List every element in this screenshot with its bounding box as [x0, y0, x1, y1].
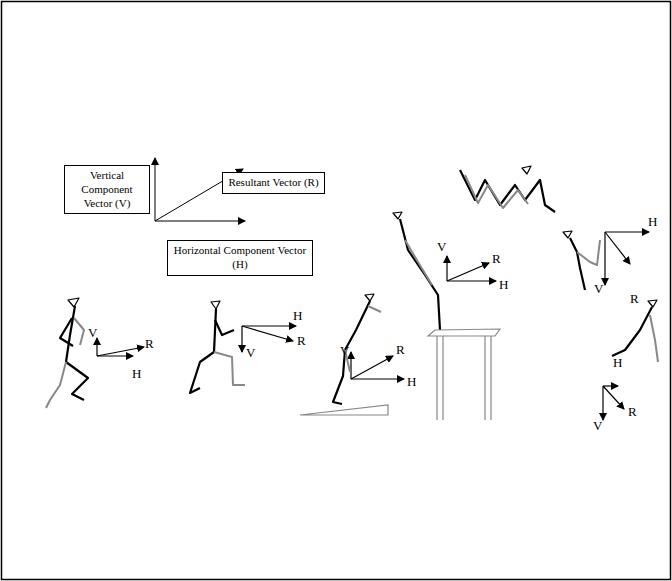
vector-label: R	[628, 405, 637, 418]
vector-label: R	[396, 343, 405, 356]
vector-label: V	[594, 282, 603, 295]
vector-label: R	[297, 334, 306, 347]
vector-label: V	[88, 326, 97, 339]
vector-label: H	[613, 356, 622, 369]
key-text: Resultant Vector (R)	[228, 176, 318, 190]
key-text: Vertical Component Vector (V)	[70, 169, 144, 210]
vector-label: V	[246, 346, 255, 359]
key-box: Resultant Vector (R)	[222, 172, 325, 194]
vector-label: H	[499, 278, 508, 291]
vector-label: R	[145, 337, 154, 350]
key-box: Horizontal Component Vector (H)	[167, 240, 313, 276]
vector-label: H	[132, 367, 141, 380]
apparatus	[300, 329, 500, 420]
vector-label: V	[593, 419, 602, 432]
stick-figures	[60, 166, 657, 404]
force-vectors	[97, 232, 649, 420]
vector-label: V	[437, 240, 446, 253]
vector-label: R	[492, 252, 501, 265]
vector-label: H	[407, 375, 416, 388]
vector-label: H	[293, 309, 302, 322]
key-box: Vertical Component Vector (V)	[64, 165, 150, 214]
vector-label: R	[630, 292, 639, 305]
vector-label: V	[340, 344, 349, 357]
key-text: Horizontal Component Vector (H)	[173, 244, 307, 272]
vector-label: H	[648, 215, 657, 228]
